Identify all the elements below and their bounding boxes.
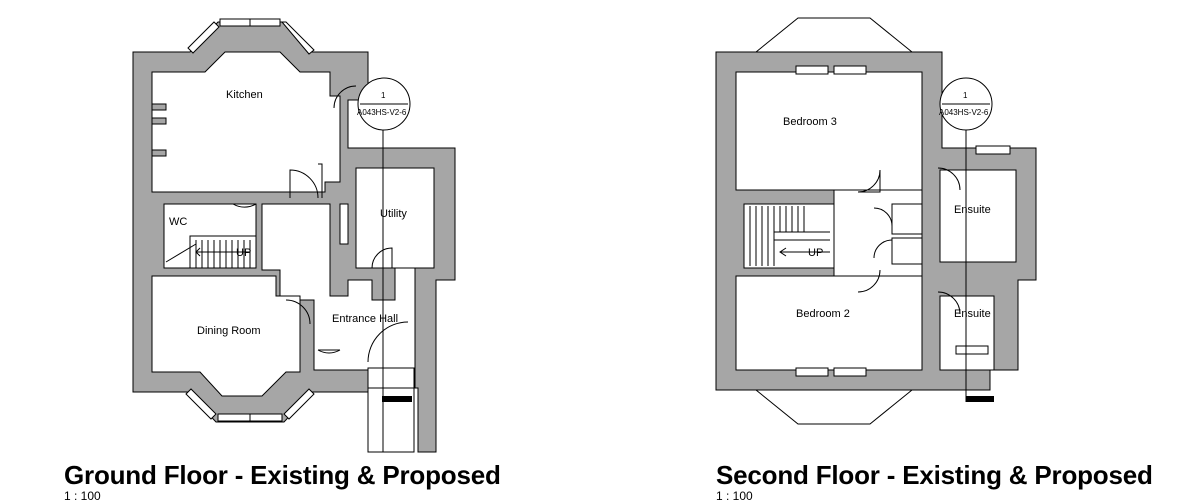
utility-room [355,167,435,269]
ground-section-line [367,84,415,453]
upper-bay-outline [755,17,913,53]
ground-section-number: 1 [381,91,386,100]
utility-label: Utility [380,208,407,220]
bedroom2-room [735,275,923,371]
second-section-marker [939,77,993,131]
ground-section-ref: A043HS-V2-6 [357,108,407,117]
dining-room-label: Dining Room [197,325,261,337]
ensuite-upper-label: Ensuite [954,204,991,216]
ground-stair-up-label: UP [236,247,251,259]
ensuite-lower-room [939,295,995,371]
kitchen-label: Kitchen [226,89,263,101]
ground-stair [165,240,251,268]
ground-doors [232,85,409,363]
second-section-ref: A043HS-V2-6 [939,108,989,117]
second-floor-plan: Bedroom 3 Bedroom 2 Ensuite Ensuite UP 1… [715,17,1037,425]
dining-room [151,275,301,397]
second-floor-title: Second Floor - Existing & Proposed [716,460,1153,490]
second-section-line [965,84,994,402]
ground-floor-title: Ground Floor - Existing & Proposed [64,460,501,490]
bedroom2-label: Bedroom 2 [796,308,850,320]
second-stair [749,206,830,266]
dining-bay-windows [185,388,315,422]
entrance-hall-label: Entrance Hall [332,313,398,325]
ground-floor-plan: Kitchen WC Utility Dining Room Entrance … [132,18,456,453]
second-section-number: 1 [963,91,968,100]
bedroom3-label: Bedroom 3 [783,116,837,128]
second-stair-up-label: UP [808,247,823,259]
lower-bay-outline [755,389,913,425]
wc-label: WC [169,216,187,228]
ground-section-marker [357,77,411,131]
second-floor-scale: 1 : 100 [716,489,753,503]
ensuite-lower-label: Ensuite [954,308,991,320]
ensuite-upper-room [939,169,1017,263]
second-windows [795,65,1011,377]
bedroom3-room [735,71,923,191]
ground-floor-scale: 1 : 100 [64,489,101,503]
stair-landing [743,203,835,269]
kitchen-bay-windows [187,18,315,55]
kitchen-room [151,51,341,193]
